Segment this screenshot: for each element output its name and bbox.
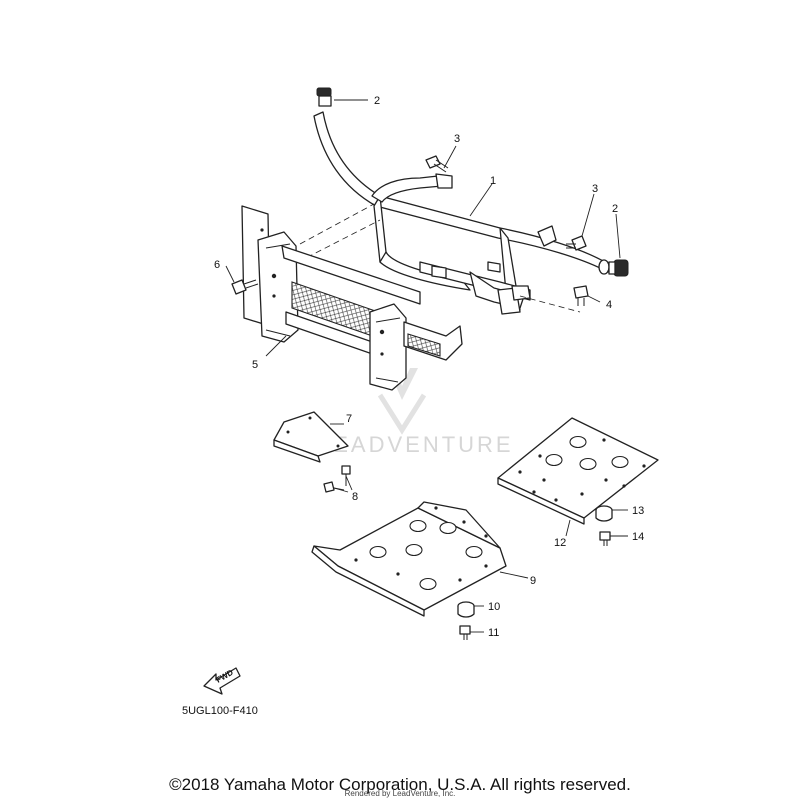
callout-3b: 3 bbox=[592, 183, 598, 195]
callout-1: 1 bbox=[490, 175, 496, 187]
diagram-code: 5UGL100-F410 bbox=[182, 705, 258, 717]
bolt-upper bbox=[425, 155, 449, 173]
end-cap-left bbox=[316, 87, 332, 107]
nut-13 bbox=[595, 505, 613, 522]
leader-lines bbox=[225, 99, 628, 633]
bolt-14 bbox=[599, 531, 611, 546]
copyright-notice: ©2018 Yamaha Motor Corporation, U.S.A. A… bbox=[169, 775, 631, 794]
callout-2a: 2 bbox=[374, 95, 380, 107]
callout-11: 11 bbox=[488, 627, 499, 639]
bolt-lower bbox=[573, 285, 589, 306]
fwd-arrow-icon: FWD bbox=[203, 667, 241, 695]
watermark-text: LEADVENTURE bbox=[318, 432, 514, 457]
callout-12: 12 bbox=[554, 537, 566, 549]
bolt-left bbox=[231, 279, 259, 295]
screw-pair bbox=[323, 465, 351, 493]
callout-13: 13 bbox=[632, 505, 644, 517]
callout-2b: 2 bbox=[612, 203, 618, 215]
callout-8: 8 bbox=[352, 491, 358, 503]
bumper-guard bbox=[241, 205, 463, 391]
callout-10: 10 bbox=[488, 601, 500, 613]
callout-6: 6 bbox=[214, 259, 220, 271]
skid-plate-right bbox=[497, 417, 659, 525]
callout-5: 5 bbox=[252, 359, 258, 371]
callout-4: 4 bbox=[606, 299, 612, 311]
bolt-11 bbox=[459, 625, 471, 640]
nut-10 bbox=[457, 601, 475, 618]
bolt-right bbox=[566, 235, 587, 251]
front-bumper-frame bbox=[297, 111, 610, 315]
callout-9: 9 bbox=[530, 575, 536, 587]
small-skid-plate bbox=[273, 411, 349, 463]
rendered-by-note: Rendered by LeadVenture, Inc. bbox=[344, 789, 456, 798]
callout-14: 14 bbox=[632, 531, 644, 543]
callout-3a: 3 bbox=[454, 133, 460, 145]
skid-plate-main bbox=[311, 501, 507, 617]
callout-7: 7 bbox=[346, 413, 352, 425]
end-cap-right bbox=[608, 259, 629, 277]
